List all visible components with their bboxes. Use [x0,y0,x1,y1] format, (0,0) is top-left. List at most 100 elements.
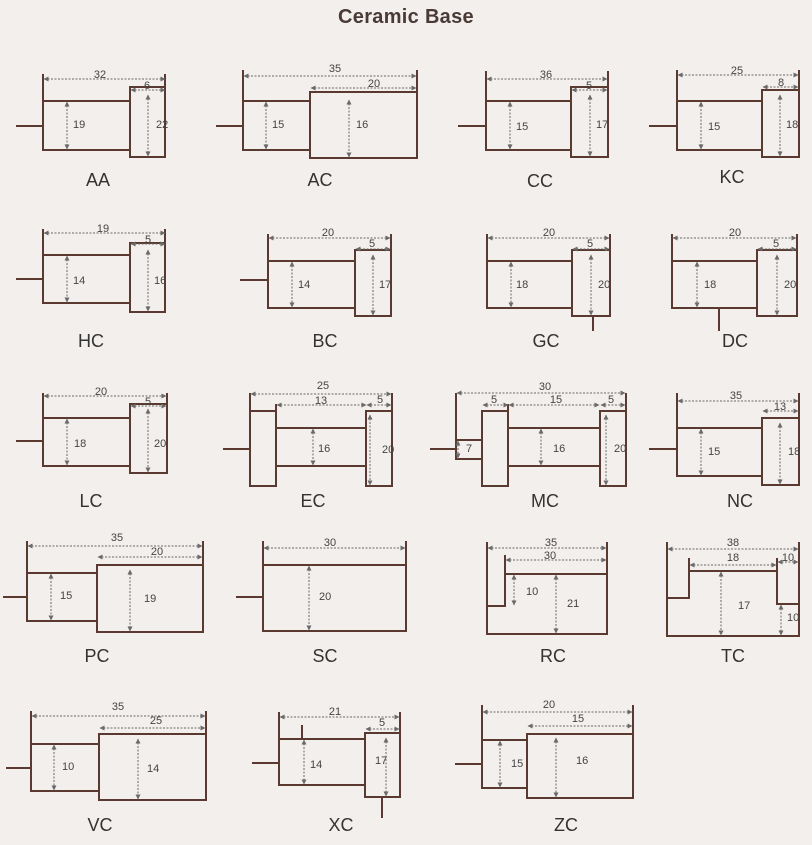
dimension-label: 13 [315,395,327,407]
dimension-label: 5 [145,234,151,246]
body-block [365,410,393,487]
dimension-label: 20 [154,438,166,450]
body-block [761,417,800,486]
dimension-label: 16 [154,275,166,287]
model-code-label: AA [86,170,110,190]
dimension-label: 14 [310,759,322,771]
dimension-label: 35 [545,537,557,549]
model-code-label: AC [307,170,332,190]
body-block [42,254,131,304]
body-block [249,410,277,487]
dimension-label: 18 [704,279,716,291]
dimension-label: 32 [94,69,106,81]
body-block [761,89,800,158]
dimension-label: 18 [74,438,86,450]
dimension-label: 18 [727,552,739,564]
dimension-label: 5 [379,717,385,729]
dimension-label: 15 [60,590,72,602]
body-block [599,410,627,487]
dimension-label: 18 [516,279,528,291]
dimension-label: 15 [272,119,284,131]
body-block [42,100,131,151]
dimension-label: 16 [356,119,368,131]
model-code-label: ZC [554,815,578,835]
dimension-label: 16 [576,755,588,767]
dimension-label: 15 [708,121,720,133]
dimension-label: 17 [379,279,391,291]
dimension-label: 20 [368,78,380,90]
body-block [262,564,407,632]
dimension-label: 5 [608,394,614,406]
dimension-label: 35 [112,701,124,713]
body-block [267,260,356,309]
dimension-label: 17 [738,600,750,612]
body-block [129,86,166,158]
dimension-label: 20 [95,386,107,398]
body-block [96,564,204,633]
dimension-label: 5 [491,394,497,406]
model-code-label: EC [300,491,325,511]
dimension-label: 20 [784,279,796,291]
dimension-label: 15 [511,758,523,770]
dimension-label: 7 [466,443,472,455]
dimension-label: 20 [543,699,555,711]
dimension-label: 13 [774,401,786,413]
body-outline [486,542,608,635]
dimension-label: 19 [73,119,85,131]
model-code-label: RC [540,646,566,666]
model-code-label: TC [721,646,745,666]
dimension-label: 25 [317,380,329,392]
dimension-label: 20 [322,227,334,239]
dimension-label: 20 [319,591,331,603]
dimension-label: 10 [782,552,794,564]
body-block [309,91,418,159]
dimension-label: 17 [596,119,608,131]
body-block [570,86,609,158]
dimension-label: 20 [598,279,610,291]
dimension-label: 22 [156,119,168,131]
dimension-label: 20 [729,227,741,239]
dimension-label: 5 [369,238,375,250]
dimension-label: 18 [788,446,800,458]
dimension-label: 20 [151,546,163,558]
dimension-label: 30 [544,550,556,562]
dimension-label: 15 [708,446,720,458]
dimension-label: 5 [586,80,592,92]
dimension-label: 21 [567,598,579,610]
model-code-label: MC [531,491,559,511]
dimension-label: 5 [377,394,383,406]
dimension-label: 20 [614,443,626,455]
dimension-label: 16 [318,443,330,455]
dimension-label: 25 [150,715,162,727]
model-code-label: HC [78,331,104,351]
model-code-label: BC [312,331,337,351]
body-outline [666,570,800,637]
dimension-label: 14 [298,279,310,291]
page-title: Ceramic Base [338,6,474,28]
body-block [526,733,634,799]
dimension-label: 6 [144,80,150,92]
dimension-label: 15 [516,121,528,133]
model-code-label: VC [87,815,112,835]
dimension-label: 19 [144,593,156,605]
dimension-label: 18 [786,119,798,131]
dimension-label: 10 [526,586,538,598]
model-code-label: CC [527,171,553,191]
model-code-label: SC [312,646,337,666]
body-block [485,100,572,151]
